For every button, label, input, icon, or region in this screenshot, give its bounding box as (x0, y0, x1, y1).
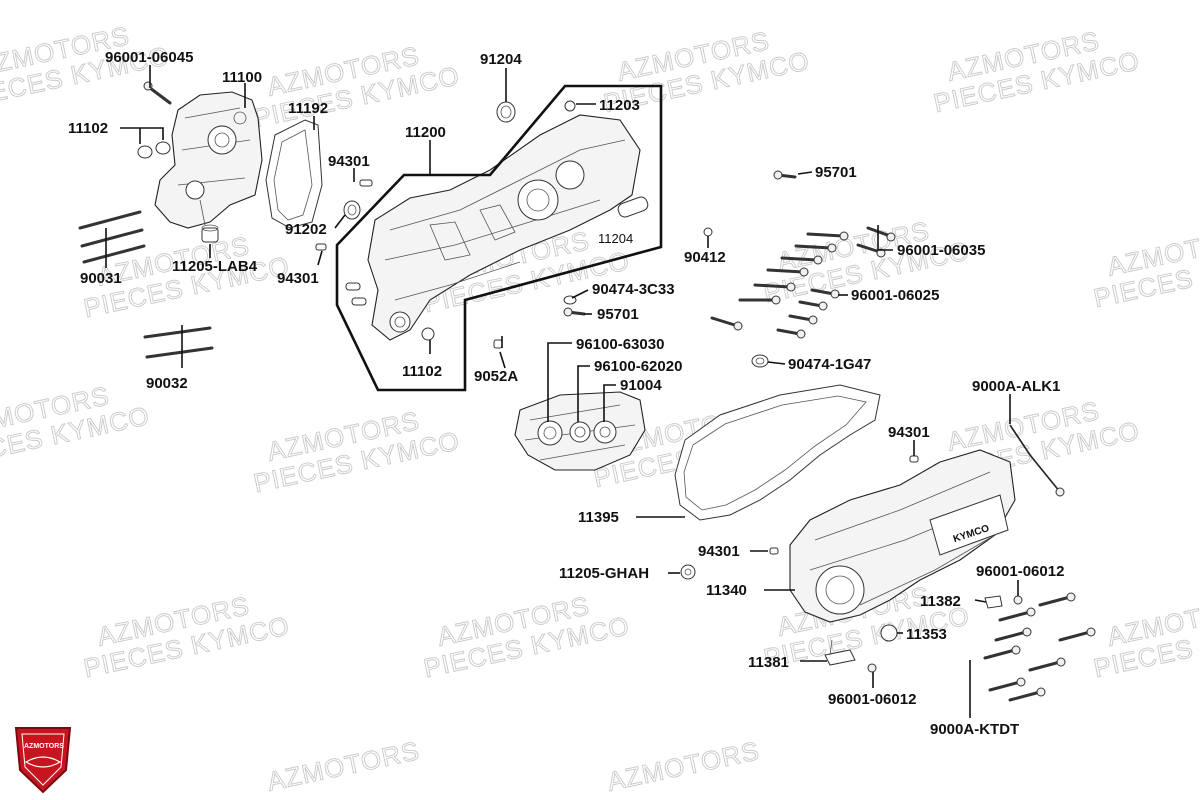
label-11205-lab4[interactable]: 11205-LAB4 (172, 258, 258, 275)
watermark-line1: AZMOTORS (605, 735, 763, 797)
label-11340[interactable]: 11340 (706, 582, 747, 599)
label-11102-top[interactable]: 11102 (68, 120, 108, 137)
logo-swoosh (24, 756, 62, 768)
bolt-95701-b-part (563, 307, 586, 317)
bracket-11381-part (824, 639, 856, 666)
clamp-11382-part (984, 595, 1003, 609)
plug-11353-part (880, 624, 898, 642)
label-94301-a[interactable]: 94301 (328, 153, 370, 170)
label-91004[interactable]: 91004 (620, 377, 662, 394)
label-96001-06045[interactable]: 96001-06045 (105, 49, 193, 66)
bolt-96001-06012-a-part (1013, 595, 1023, 605)
label-96100-63030[interactable]: 96100-63030 (576, 336, 664, 353)
logo-shield-inner (21, 733, 65, 786)
hose-9000a-alk1-part (1009, 424, 1065, 497)
label-96001-06025[interactable]: 96001-06025 (851, 287, 939, 304)
logo-text: AZMOTORS (24, 743, 64, 750)
dowel-pins-top-part (137, 141, 171, 159)
label-90031[interactable]: 90031 (80, 270, 122, 287)
label-11100[interactable]: 11100 (222, 69, 262, 86)
label-11395[interactable]: 11395 (578, 509, 619, 526)
label-91204[interactable]: 91204 (480, 51, 522, 68)
label-11200[interactable]: 11200 (405, 124, 446, 141)
bolt-96001-06012-b-part (867, 663, 877, 673)
label-9052a[interactable]: 9052A (474, 368, 518, 385)
label-90474-1g47[interactable]: 90474-1G47 (788, 356, 871, 373)
oil-seal-91202-part (343, 200, 361, 220)
label-9000a-alk1[interactable]: 9000A-ALK1 (972, 378, 1060, 395)
bolt-95701-a-part (773, 170, 797, 180)
washer-90412-part (703, 227, 713, 237)
washer-90474-1g47-part (751, 354, 769, 368)
dowel-94301-b-part (315, 243, 327, 251)
label-11205-ghah[interactable]: 11205-GHAH (559, 565, 649, 582)
label-90032[interactable]: 90032 (146, 375, 188, 392)
bolt-96001-06045-part (143, 81, 172, 105)
bolts-96001-06025-part (710, 231, 849, 339)
label-11204[interactable]: 11204 (598, 231, 633, 246)
label-94301-d[interactable]: 94301 (698, 543, 740, 560)
logo-shield (14, 727, 72, 794)
label-90474-3c33[interactable]: 90474-3C33 (592, 281, 675, 298)
label-96001-06035[interactable]: 96001-06035 (897, 242, 985, 259)
studs-90031-part (78, 210, 146, 264)
dowel-94301-d-part (769, 547, 779, 555)
label-95701-b[interactable]: 95701 (597, 306, 639, 323)
label-90412[interactable]: 90412 (684, 249, 726, 266)
gasket-11395-part (674, 384, 881, 521)
label-94301-b[interactable]: 94301 (277, 270, 319, 287)
bolt-kit-9000a-ktdt-part (983, 592, 1096, 702)
label-96001-06012-b[interactable]: 96001-06012 (828, 691, 916, 708)
label-11203[interactable]: 11203 (599, 97, 640, 114)
bolts-96001-06035-part (856, 226, 896, 258)
outer-cover-11340-part: KYMCO (789, 449, 1016, 623)
washer-11203-part (564, 100, 576, 112)
label-11102-bottom[interactable]: 11102 (402, 363, 442, 380)
crankcase-11200-part (367, 114, 641, 341)
dowel-94301-c-part (909, 455, 919, 463)
pin-11204-part (617, 196, 649, 218)
label-94301-c[interactable]: 94301 (888, 424, 930, 441)
bushing-9052a-part (493, 339, 503, 349)
part-labels: 96001-06045 11100 11192 11102 90031 1120… (68, 49, 1064, 738)
label-11192[interactable]: 11192 (288, 100, 328, 117)
label-96001-06012-a[interactable]: 96001-06012 (976, 563, 1064, 580)
watermark-line1: AZMOTORS (265, 735, 423, 797)
label-11353[interactable]: 11353 (906, 626, 947, 643)
left-gear-case-part (154, 91, 263, 229)
parts: KYMCO (78, 81, 1096, 702)
azmotors-logo: AZMOTORS (14, 727, 72, 794)
label-95701-a[interactable]: 95701 (815, 164, 857, 181)
bushing-11205-ghah-part (680, 564, 696, 580)
label-11382[interactable]: 11382 (920, 593, 961, 610)
dowel-94301-a-part (359, 179, 373, 187)
leader-lines (105, 65, 1019, 718)
oil-seal-91204-part (496, 101, 516, 123)
dowel-pins-bottom-part (345, 282, 435, 341)
label-91202[interactable]: 91202 (285, 221, 327, 238)
assembly-frame-11200 (335, 84, 663, 392)
label-96100-62020[interactable]: 96100-62020 (594, 358, 682, 375)
studs-90032-part (143, 326, 214, 359)
bushing-11205-lab4-part (201, 224, 219, 243)
gasket-11192-part (265, 119, 323, 229)
label-11381[interactable]: 11381 (748, 654, 789, 671)
label-9000a-ktdt[interactable]: 9000A-KTDT (930, 721, 1019, 738)
